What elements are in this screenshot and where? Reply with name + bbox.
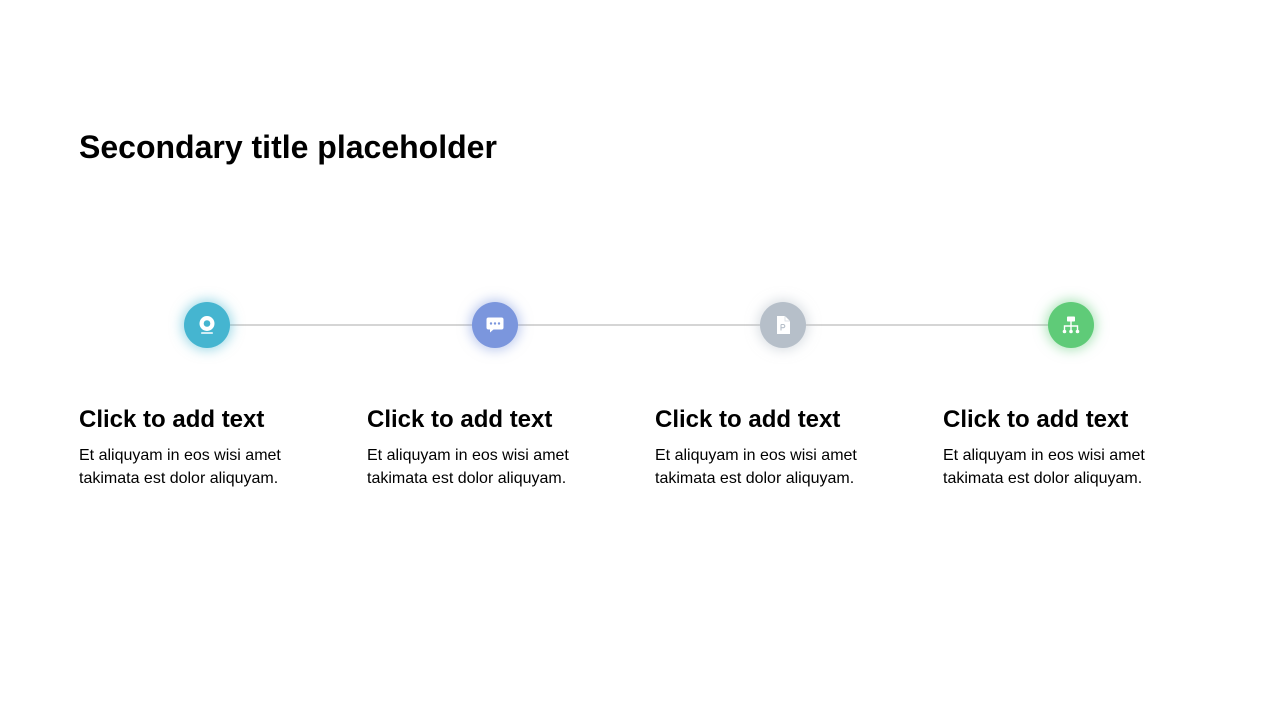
timeline-node-4	[1048, 302, 1094, 348]
item-description[interactable]: Et aliquyam in eos wisi amet takimata es…	[943, 447, 1145, 487]
slide-title[interactable]: Secondary title placeholder	[79, 129, 497, 165]
document-p-icon	[777, 316, 790, 334]
timeline-node-1	[184, 302, 230, 348]
timeline-item-3: Click to add text Et aliquyam in eos wis…	[655, 404, 915, 490]
timeline-item-4: Click to add text Et aliquyam in eos wis…	[943, 404, 1203, 490]
chat-icon	[486, 317, 504, 333]
item-heading[interactable]: Click to add text	[367, 406, 553, 433]
item-description[interactable]: Et aliquyam in eos wisi amet takimata es…	[655, 447, 857, 487]
webcam-icon	[199, 316, 215, 334]
org-chart-icon	[1062, 316, 1080, 334]
timeline-node-3	[760, 302, 806, 348]
item-description[interactable]: Et aliquyam in eos wisi amet takimata es…	[79, 447, 281, 487]
item-heading[interactable]: Click to add text	[655, 406, 841, 433]
timeline-node-2	[472, 302, 518, 348]
item-heading[interactable]: Click to add text	[79, 406, 265, 433]
timeline-item-1: Click to add text Et aliquyam in eos wis…	[79, 404, 339, 490]
item-heading[interactable]: Click to add text	[943, 406, 1129, 433]
timeline-item-2: Click to add text Et aliquyam in eos wis…	[367, 404, 627, 490]
item-description[interactable]: Et aliquyam in eos wisi amet takimata es…	[367, 447, 569, 487]
timeline-line	[207, 324, 1071, 326]
